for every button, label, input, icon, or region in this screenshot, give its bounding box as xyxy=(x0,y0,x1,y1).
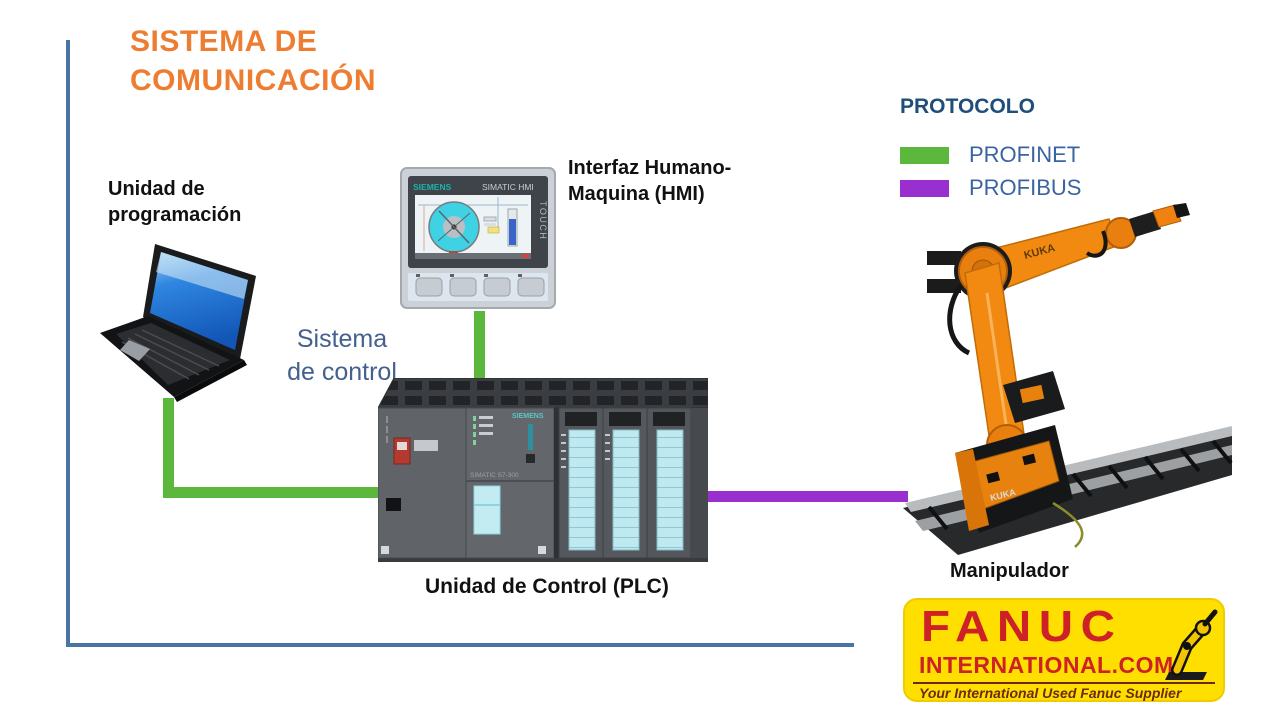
plc-image: SIEMENS SIMATIC S7-300 xyxy=(378,378,708,562)
fanuc-logo-name: FANUC xyxy=(921,602,1123,651)
programming-unit-label-line1: Unidad de xyxy=(108,178,205,200)
fanuc-logo-tagline: Your International Used Fanuc Supplier xyxy=(919,685,1182,701)
profibus-label: PROFIBUS xyxy=(969,175,1082,200)
plc-brand-text: SIEMENS xyxy=(512,413,544,420)
fanuc-logo: FANUC INTERNATIONAL.COM Your Internation… xyxy=(903,598,1225,702)
programming-unit-label-line2: programación xyxy=(108,204,242,227)
profinet-label: PROFINET xyxy=(969,142,1081,167)
hmi-label: Interfaz Humano- Maquina (HMI) xyxy=(568,155,731,208)
plc-label: Unidad de Control (PLC) xyxy=(425,575,669,598)
control-system-label-line1: Sistema xyxy=(296,325,388,353)
hmi-product-text: SIMATIC HMI xyxy=(482,182,534,192)
legend-title: PROTOCOLO xyxy=(900,95,1035,118)
profinet-color-swatch xyxy=(900,146,949,164)
page-title: SISTEMA DE COMUNICACIÓN xyxy=(130,22,376,100)
robot-image: KUKA KUKA xyxy=(903,203,1233,555)
fanuc-robot-icon xyxy=(1165,609,1218,680)
page-title-line1: SISTEMA DE xyxy=(130,25,318,58)
laptop-image xyxy=(100,244,256,402)
programming-unit-label: Unidad de programación xyxy=(108,176,241,229)
control-system-label-line2: de control xyxy=(287,357,397,386)
profinet-link-hmi xyxy=(474,311,485,383)
legend-item-profinet: PROFINET xyxy=(900,142,1080,168)
profinet-link-laptop-vertical xyxy=(163,398,174,498)
profibus-link-plc-robot xyxy=(701,491,908,502)
hmi-label-line1: Interfaz Humano- xyxy=(568,157,732,179)
profibus-color-swatch xyxy=(900,179,949,197)
frame-left-line xyxy=(66,40,70,646)
legend-item-profibus: PROFIBUS xyxy=(900,175,1081,201)
hmi-touch-text: TOUCH xyxy=(538,201,548,240)
hmi-brand-text: SIEMENS xyxy=(413,182,452,192)
fanuc-logo-domain: INTERNATIONAL.COM xyxy=(919,652,1174,678)
hmi-panel-image: SIEMENS SIMATIC HMI TOUCH xyxy=(400,167,556,309)
page-title-line2: COMUNICACIÓN xyxy=(130,64,376,97)
fanuc-logo-divider xyxy=(913,682,1215,684)
frame-bottom-line xyxy=(66,643,854,647)
plc-model-text: SIMATIC S7-300 xyxy=(470,472,519,479)
hmi-label-line2: Maquina (HMI) xyxy=(568,183,705,206)
control-system-label: Sistema de control xyxy=(272,323,412,388)
profinet-link-laptop-horizontal xyxy=(163,487,388,498)
manipulator-label: Manipulador xyxy=(950,560,1069,582)
